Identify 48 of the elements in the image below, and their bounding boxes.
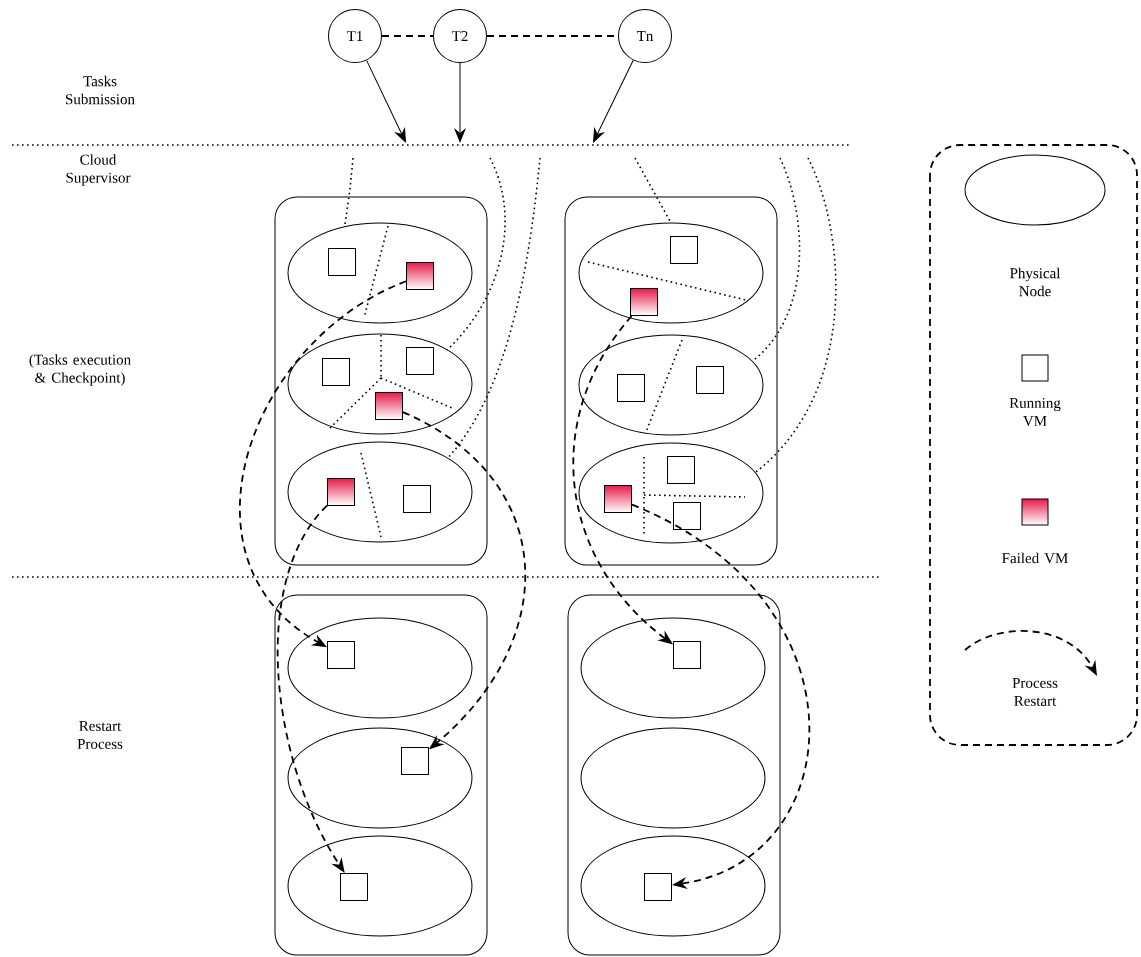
running-vm-square [667,456,695,484]
section-label: Cloud Supervisor [66,154,131,186]
legend-label: Running VM [1009,397,1061,427]
failed-vm-square [630,288,658,316]
running-vm-square [401,747,429,775]
physical-node-ellipse [578,334,764,436]
running-vm-square [327,641,355,669]
section-label: Tasks Submission [66,75,135,105]
failed-vm-square [375,392,403,420]
physical-node-ellipse [287,333,473,435]
running-vm-square [328,248,356,276]
section-label: (Tasks execution & Checkpoint) [29,354,131,386]
connector-line [381,35,434,37]
running-vm-square [696,366,724,394]
section-label: Restart Process [77,721,123,749]
running-vm-square [322,358,350,386]
physical-node-ellipse [287,441,473,543]
failed-vm-square [604,485,632,513]
physical-node-ellipse [578,442,764,544]
running-vm-square [670,236,698,264]
running-vm-square [403,485,431,513]
physical-node-ellipse [580,835,766,937]
failed-vm-square [327,478,355,506]
legend-label: Physical Node [1010,267,1061,297]
failed-vm-square [406,262,434,290]
physical-node-ellipse [287,727,473,829]
server-box [567,594,781,956]
running-vm-square [673,502,701,530]
physical-node-ellipse [287,835,473,937]
running-vm-square [644,873,672,901]
physical-node-ellipse [580,727,766,829]
running-vm-square [340,873,368,901]
running-vm-square [673,641,701,669]
arrow [454,62,466,143]
arrow [366,59,406,143]
server-box [274,594,488,956]
arrow [593,59,634,143]
server-box [274,196,488,566]
physical-node-ellipse [287,617,473,719]
physical-node-ellipse [580,617,766,719]
legend-label: Failed VM [1002,552,1068,564]
physical-node-ellipse [578,222,764,324]
arrow [631,503,811,889]
physical-node-ellipse [287,222,473,324]
running-vm-square [406,347,434,375]
legend-label: Process Restart [1012,678,1058,706]
running-vm-square [617,374,645,402]
server-box [564,196,778,566]
